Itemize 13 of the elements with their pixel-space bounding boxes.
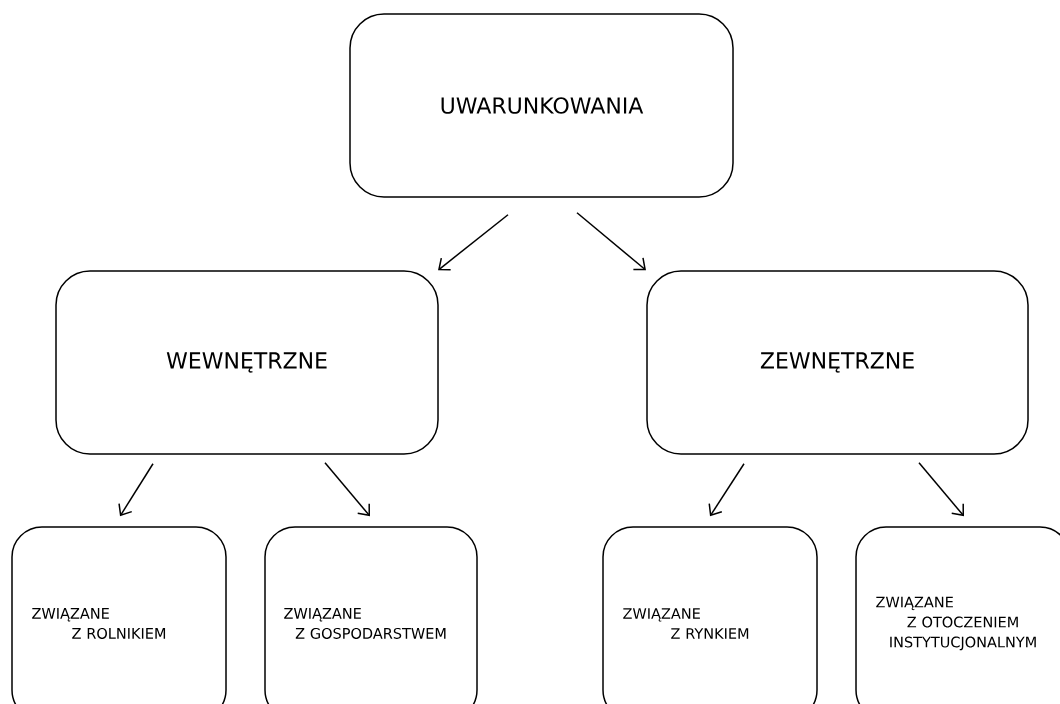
process-box: ZEWNĘTRZNE	[646, 270, 1029, 455]
arrow	[918, 462, 964, 517]
arrow	[708, 463, 745, 517]
arrow	[118, 463, 154, 517]
arrow	[324, 462, 370, 517]
process-box: ZWIĄZANE Z GOSPODARSTWEM	[264, 526, 478, 704]
arrow	[438, 214, 509, 271]
arrow	[576, 212, 646, 271]
process-box: ZWIĄZANE Z ROLNIKIEM	[11, 526, 227, 704]
process-box: ZWIĄZANE Z OTOCZENIEM INSTYTUCJONALNYM	[855, 526, 1060, 704]
process-box: UWARUNKOWANIA	[349, 13, 734, 198]
process-box: WEWNĘTRZNE	[55, 270, 439, 455]
process-box: ZWIĄZANE Z RYNKIEM	[602, 526, 818, 704]
